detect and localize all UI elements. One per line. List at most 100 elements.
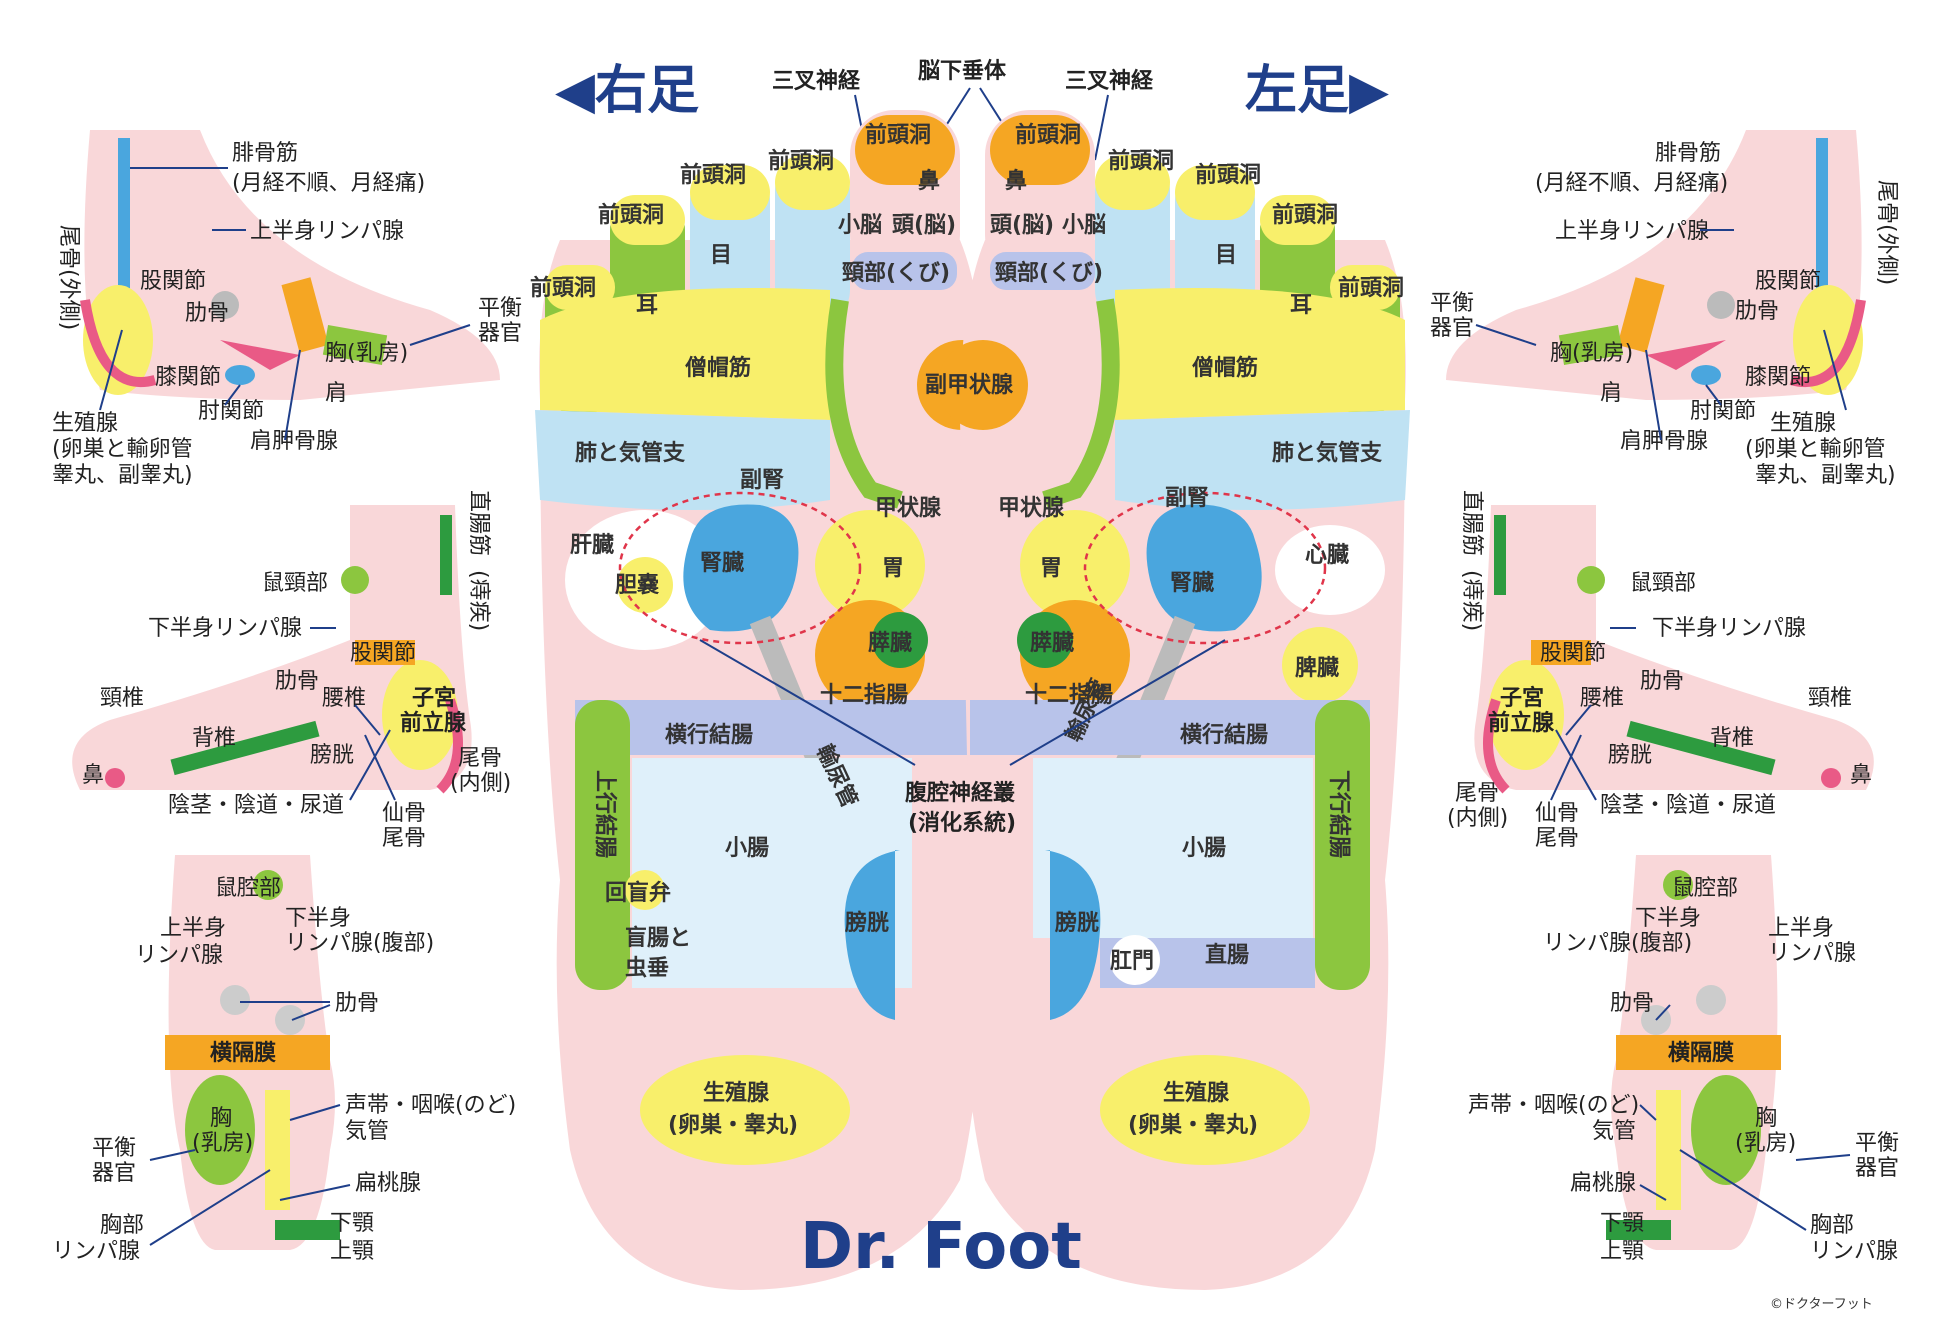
- genital-3-outer-r: 睾丸、副睾丸): [52, 463, 193, 488]
- frontal-sinus-l5: 前頭洞: [1338, 275, 1404, 301]
- neck-r: 頸部(くび): [842, 260, 950, 286]
- chest-lymph-1-top-r: 胸部: [100, 1213, 144, 1238]
- left-neck-zone: [990, 252, 1095, 290]
- balance-1-top-r: 平衡: [92, 1136, 136, 1161]
- diaphragm-r: 横隔膜: [210, 1041, 276, 1066]
- frontal-sinus-r1: 前頭洞: [865, 122, 931, 148]
- tonsil-top-r: 扁桃腺: [355, 1171, 421, 1196]
- duodenum-r: 十二指腸: [820, 683, 908, 708]
- right-top-labels: 鼠腔部 上半身 リンパ腺 下半身 リンパ腺(腹部) 肋骨 横隔膜 胸 (乳房) …: [52, 876, 516, 1264]
- thyroid-l: 甲状腺: [998, 496, 1065, 521]
- left-top-labels: 鼠腔部 下半身 リンパ腺(腹部) 上半身 リンパ腺 肋骨 横隔膜 胸 (乳房) …: [1468, 876, 1899, 1264]
- genital-2-r: (卵巣・睾丸): [668, 1112, 798, 1138]
- genital-2-outer-r: (卵巣と輸卵管: [52, 437, 193, 462]
- hip-joint-inner-r: 股関節: [350, 641, 416, 666]
- thoracic-r: 背椎: [192, 726, 236, 751]
- left-anus: [1110, 935, 1160, 985]
- cervical-r: 頸椎: [100, 686, 144, 711]
- left-parathyroid: [938, 340, 1028, 430]
- right-inner-side: [72, 505, 472, 794]
- heart-l: 心臓: [1305, 543, 1349, 568]
- right-neck-zone: [852, 252, 957, 290]
- penis-r: 陰茎・陰道・尿道: [168, 793, 344, 818]
- pancreas-r: 膵臓: [868, 631, 912, 656]
- lungs-l: 肺と気管支: [1272, 440, 1383, 466]
- upper-lymph-2-top-l: リンパ腺: [1768, 941, 1856, 966]
- right-trapezius-zone: [540, 288, 830, 420]
- rectum-muscle-l: 直腸筋: [1459, 490, 1484, 556]
- lower-lymph-2-top-l: リンパ腺(腹部): [1543, 931, 1692, 956]
- lower-lymph-1-top-r: 下半身: [285, 906, 351, 931]
- fibularis-2-l: (月経不順、月経痛): [1535, 171, 1728, 196]
- coccyx-1-l: 尾骨: [1455, 781, 1499, 806]
- uterus-1-r: 子宮: [412, 685, 456, 711]
- left-outer-side: [1446, 130, 1866, 400]
- upper-jaw-top-r: 上顎: [330, 1239, 374, 1264]
- kidney-r: 腎臓: [700, 551, 744, 576]
- left-lung-zone: [1115, 410, 1410, 510]
- upper-lymph-1-top-l: 上半身: [1768, 916, 1834, 941]
- right-kidney: [683, 504, 799, 632]
- hemorrhoid-r: (痔疾): [466, 570, 491, 631]
- balance-2-l: 器官: [1430, 316, 1474, 341]
- chest-2-top-r: (乳房): [192, 1131, 253, 1156]
- left-heart: [1275, 525, 1385, 615]
- cerebellum-r: 小脳: [838, 213, 882, 238]
- eye-l: 目: [1215, 243, 1237, 268]
- upper-lymph-1-top-r: 上半身: [160, 916, 226, 941]
- right-sole-labels: 前頭洞 前頭洞 前頭洞 前頭洞 前頭洞 鼻 小脳 頭(脳) 頸部(くび) 目 耳…: [530, 122, 1014, 1138]
- sacrum-2-r: 尾骨: [382, 826, 426, 851]
- lower-jaw-top-r: 下顎: [330, 1211, 374, 1236]
- left-top-view: [1606, 855, 1781, 1250]
- spleen-l: 脾臓: [1295, 656, 1339, 681]
- lower-lymph-l: 下半身リンパ腺: [1652, 616, 1806, 641]
- rib-r: 肋骨: [185, 301, 229, 326]
- frontal-sinus-l3: 前頭洞: [1195, 162, 1261, 188]
- nose-r: 鼻: [918, 168, 940, 194]
- upper-jaw-top-l: 上顎: [1600, 1239, 1644, 1264]
- knee-l: 膝関節: [1745, 365, 1811, 390]
- pituitary-label: 脳下垂体: [918, 59, 1007, 84]
- inner-lines-l: [1550, 627, 1636, 801]
- cecum-1-r: 盲腸と: [625, 925, 691, 951]
- groin-r: 鼠頸部: [262, 571, 328, 596]
- genital-2-outer-l: (卵巣と輸卵管: [1745, 437, 1886, 462]
- balance-2-top-l: 器官: [1855, 1156, 1899, 1181]
- liver-r: 肝臓: [570, 533, 614, 558]
- nose-l: 鼻: [1005, 168, 1027, 194]
- right-toe-5-sinus: [545, 265, 615, 310]
- groin-top-l: 鼠腔部: [1672, 876, 1738, 901]
- balance-1-r: 平衡: [478, 296, 522, 321]
- nose-inner-r: 鼻: [82, 763, 104, 788]
- rectum-muscle-r: 直腸筋: [466, 490, 491, 556]
- rib-inner-r: 肋骨: [275, 669, 319, 694]
- knee-r: 膝関節: [155, 365, 221, 390]
- lumbar-l: 腰椎: [1580, 686, 1624, 711]
- thyroid-r: 甲状腺: [875, 496, 942, 521]
- left-genital: [1100, 1055, 1310, 1165]
- diaphragm-l: 横隔膜: [1668, 1041, 1734, 1066]
- frontal-sinus-r5: 前頭洞: [530, 275, 596, 301]
- groin-l: 鼠頸部: [1630, 571, 1696, 596]
- chest-lymph-2-top-r: リンパ腺: [52, 1239, 140, 1264]
- frontal-sinus-l2: 前頭洞: [1108, 148, 1174, 174]
- hip-joint-inner-l: 股関節: [1540, 641, 1606, 666]
- bladder-inner-l: 膀胱: [1608, 743, 1652, 768]
- lower-jaw-top-l: 下顎: [1600, 1211, 1644, 1236]
- elbow-r: 肘関節: [198, 399, 264, 424]
- transverse-colon-r: 横行結腸: [665, 722, 753, 748]
- hemorrhoid-l: (痔疾): [1459, 570, 1484, 631]
- lumbar-r: 腰椎: [322, 686, 366, 711]
- right-ileocecal: [625, 870, 665, 910]
- ileocecal-r: 回盲弁: [605, 880, 671, 906]
- right-stomach: [815, 510, 925, 620]
- chest-breast-l: 胸(乳房): [1550, 341, 1633, 366]
- genital-1-outer-l: 生殖腺: [1770, 411, 1836, 436]
- eye-r: 目: [710, 243, 732, 268]
- balance-1-l: 平衡: [1430, 291, 1474, 316]
- left-sole: [938, 110, 1410, 1290]
- right-outer-labels: 腓骨筋 (月経不順、月経痛) 上半身リンパ腺 尾骨(外側) 股関節 肋骨 胸(乳…: [52, 141, 522, 488]
- ear-r: 耳: [636, 293, 658, 318]
- right-toe-4-sinus: [610, 195, 685, 245]
- uterus-1-l: 子宮: [1500, 685, 1544, 711]
